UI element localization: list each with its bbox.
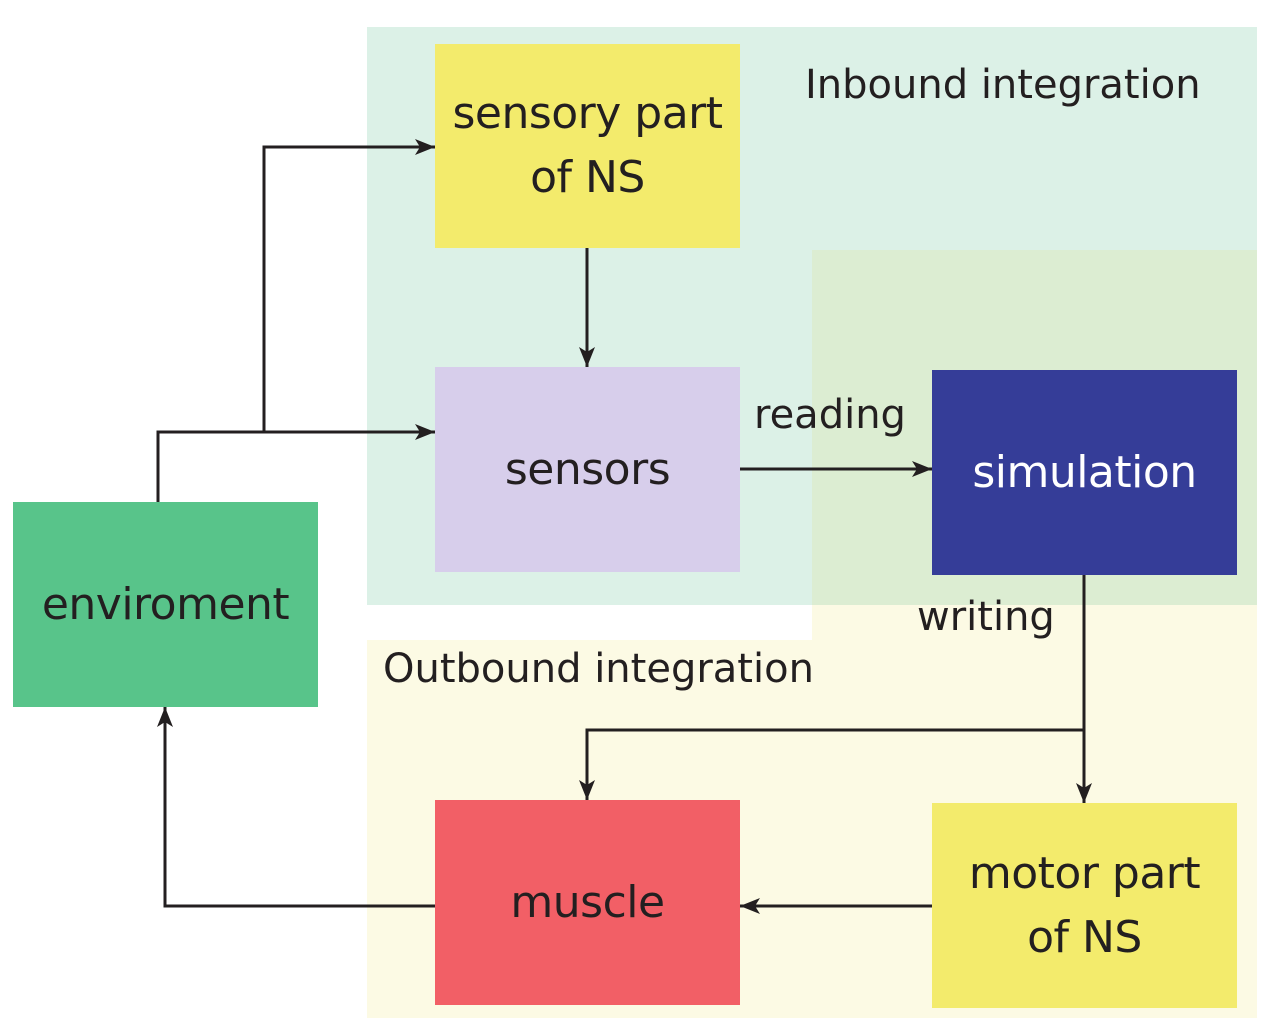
muscle-node: muscle: [435, 800, 740, 1005]
motor-part-of-ns-node: motor part of NS: [932, 803, 1237, 1008]
arrow-environment-to-sensory: [156, 139, 435, 502]
inbound-integration-label: Inbound integration: [805, 62, 1201, 108]
sensory-node-label-line1: sensory part: [452, 88, 723, 139]
simulation-node-label: simulation: [972, 446, 1197, 498]
motor-node-label-line2: of NS: [1027, 911, 1142, 963]
environment-node-label: enviroment: [41, 578, 290, 630]
muscle-node-label: muscle: [510, 876, 665, 928]
simulation-node: simulation: [932, 370, 1237, 575]
outbound-integration-region-extension: [812, 605, 1257, 640]
sensors-node: sensors: [435, 367, 740, 572]
writing-edge-label: writing: [917, 594, 1055, 640]
arrow-muscle-to-environment: [157, 707, 435, 908]
sensory-node-label-line2: of NS: [530, 152, 645, 203]
sensors-node-label: sensors: [504, 443, 671, 495]
outbound-integration-label: Outbound integration: [383, 646, 814, 692]
arrow-simulation-to-muscle: [579, 728, 1084, 800]
reading-edge-label: reading: [754, 392, 906, 438]
sensory-part-of-ns-node: sensory part of NS: [435, 44, 740, 248]
environment-node: enviroment: [13, 502, 318, 707]
motor-node-label-line1: motor part: [968, 847, 1201, 899]
